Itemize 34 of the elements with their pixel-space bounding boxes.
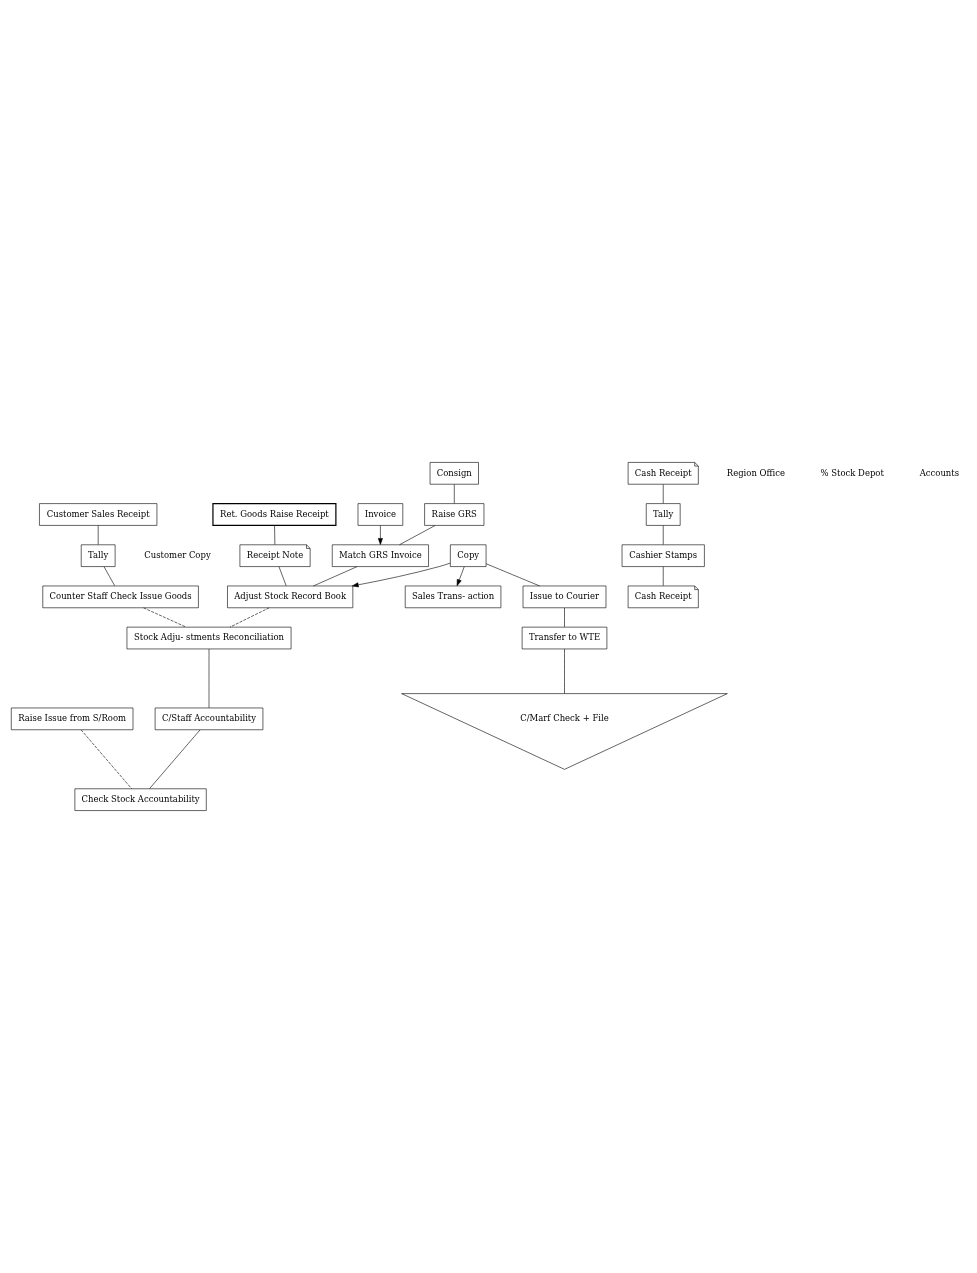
connector — [485, 563, 540, 587]
connector — [399, 525, 436, 546]
label: Accounts — [919, 467, 960, 478]
arrow — [351, 562, 451, 588]
connector — [564, 607, 565, 628]
node-box: Copy — [450, 544, 487, 567]
node-box: Counter Staff Check Issue Goods — [42, 585, 199, 609]
node-box: Raise GRS — [424, 503, 485, 526]
node-box: Match GRS Invoice — [331, 544, 429, 567]
node-box: Issue to Courier — [522, 585, 607, 609]
node-box: Adjust Stock Record Book — [227, 585, 354, 609]
node-box: Raise Issue from S/Room — [10, 707, 134, 731]
node-box: Sales Trans- action — [404, 585, 502, 609]
node-box: Invoice — [357, 503, 404, 526]
node-box: Customer Sales Receipt — [39, 503, 158, 526]
node-box: Transfer to WTE — [521, 626, 608, 650]
connector — [274, 525, 276, 545]
connector — [313, 566, 358, 587]
node-box: C/Staff Accountability — [154, 707, 264, 731]
node-box: Cashier Stamps — [621, 544, 705, 567]
node-box: Stock Adju- stments Reconciliation — [126, 626, 292, 650]
node-box: Check Stock Accountability — [74, 788, 207, 811]
node-box: Ret. Goods Raise Receipt — [212, 503, 337, 526]
label: Region Office — [726, 467, 785, 478]
node-box: Consign — [429, 462, 479, 485]
node-box: Tally — [80, 544, 116, 567]
node-label: Customer Copy — [144, 549, 211, 560]
connector — [149, 729, 201, 789]
arrow — [377, 525, 383, 545]
label: % Stock Depot — [820, 467, 884, 478]
connector — [564, 648, 565, 694]
arrow — [456, 566, 465, 586]
connector — [80, 729, 132, 789]
node-box: Tally — [645, 503, 681, 526]
